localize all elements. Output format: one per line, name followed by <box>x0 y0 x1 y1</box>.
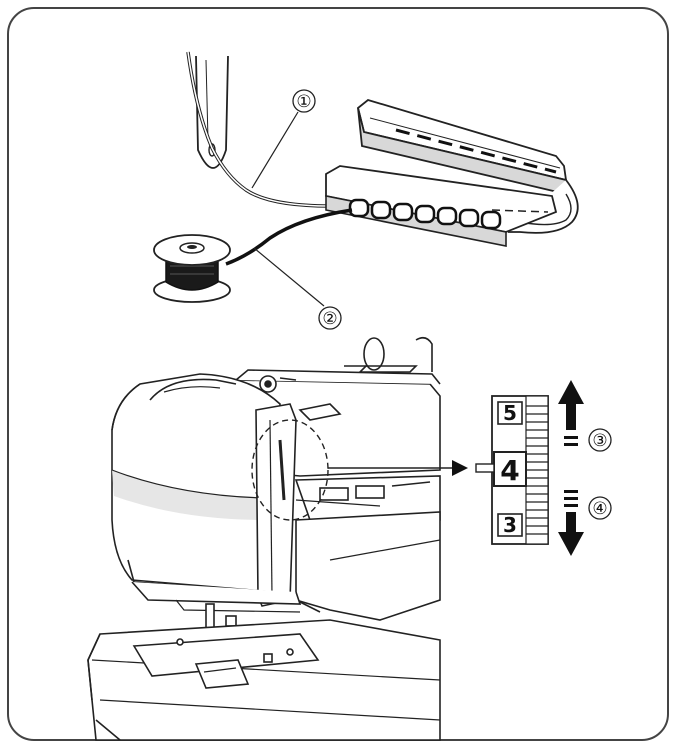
stitch-loops <box>348 198 502 230</box>
tension-dial: 5 4 3 <box>475 395 549 545</box>
needle-group <box>195 55 229 169</box>
arrow-down-icon <box>558 490 584 556</box>
callout-4-label: ④ <box>592 499 607 519</box>
callout-3-label: ③ <box>592 431 607 451</box>
dial-number-current: 4 <box>500 454 519 487</box>
dial-number-upper: 5 <box>503 401 517 425</box>
dial-number-lower: 3 <box>503 513 517 537</box>
bobbin-thread <box>225 208 353 266</box>
zoom-circle <box>251 419 329 521</box>
fabric <box>325 99 579 247</box>
triangle-pointer-icon <box>452 460 468 476</box>
callout-2-label: ② <box>322 309 337 329</box>
upper-thread <box>186 51 352 208</box>
sewing-machine <box>87 336 441 741</box>
arrow-up-icon <box>558 380 584 446</box>
callout-1-label: ① <box>296 92 311 112</box>
callout-4: ④ <box>588 496 612 520</box>
callout-1: ① <box>251 89 316 189</box>
bobbin <box>153 234 231 303</box>
callout-2: ② <box>253 247 342 330</box>
callout-3: ③ <box>588 428 612 452</box>
pointer-arrow <box>328 460 468 476</box>
